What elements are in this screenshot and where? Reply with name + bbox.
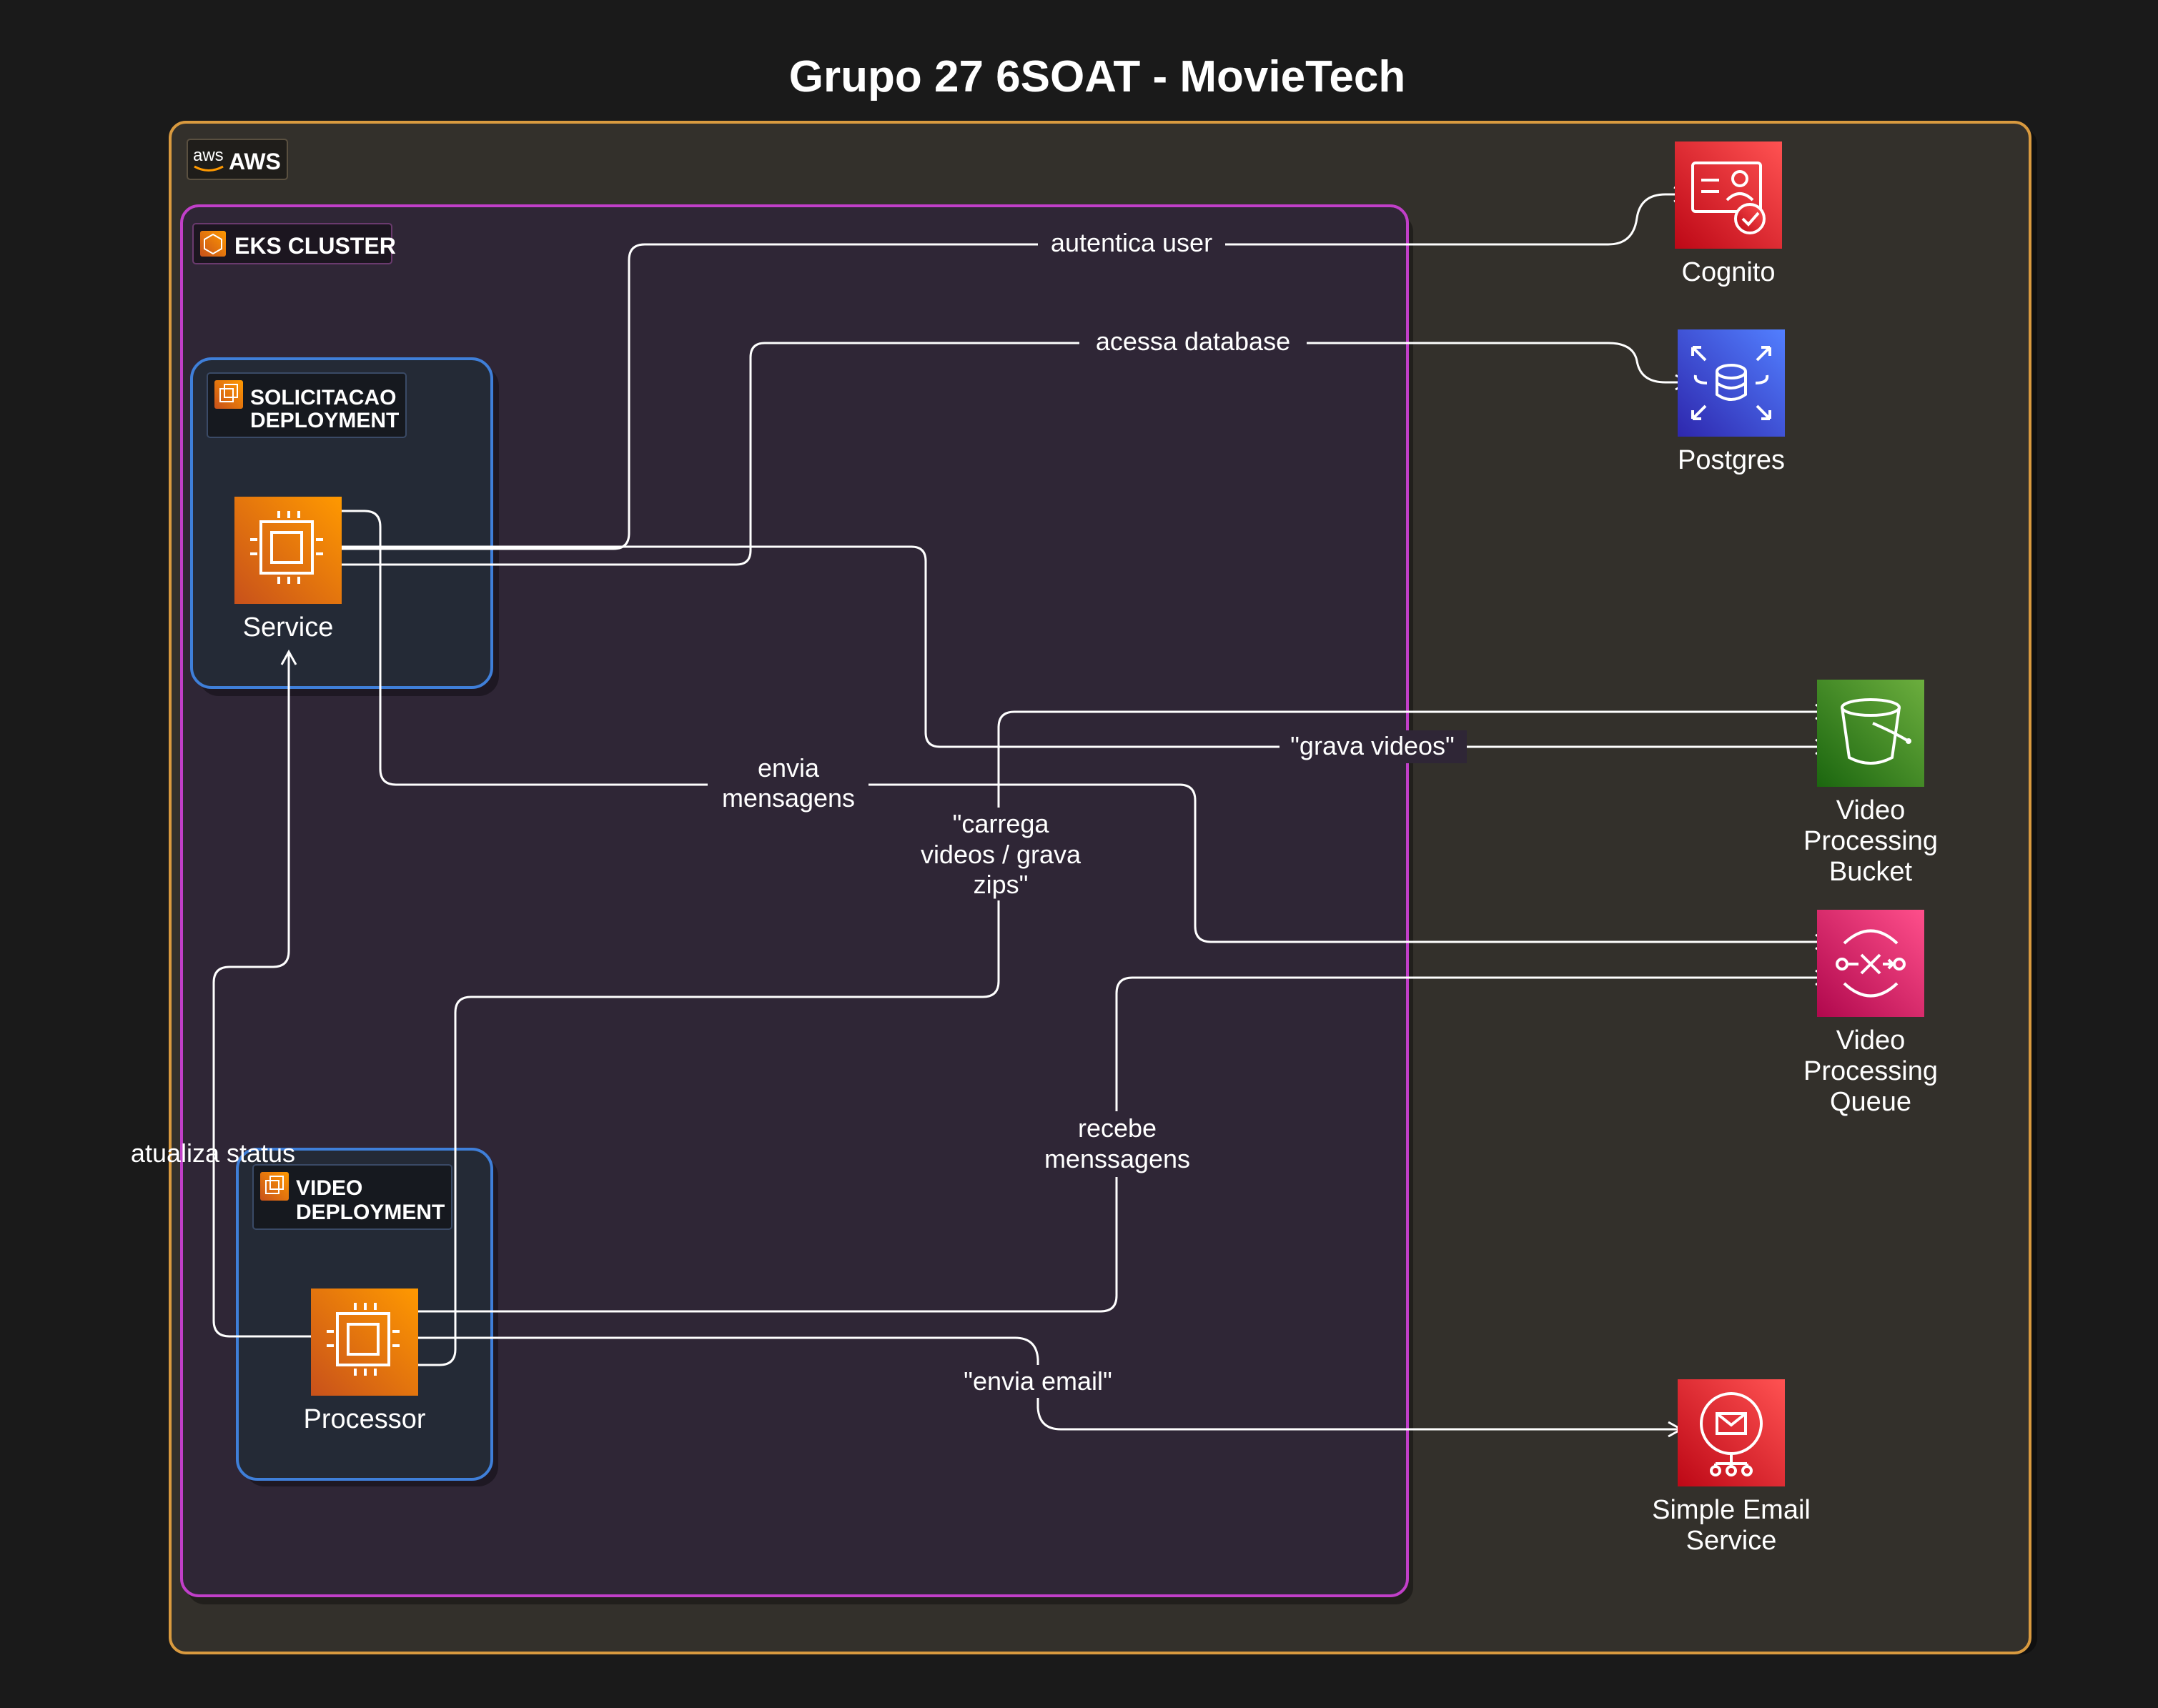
video-deployment-label-line1: VIDEO (296, 1176, 362, 1200)
eks-cluster-label: EKS CLUSTER (234, 233, 396, 259)
cognito-node: Cognito (1675, 141, 1782, 287)
s3-bucket-icon (1817, 680, 1924, 787)
simple-email-service-node: Simple Email Service (1652, 1379, 1811, 1556)
cognito-label: Cognito (1682, 257, 1776, 287)
processor-label: Processor (303, 1404, 425, 1434)
postgres-node: Postgres (1678, 329, 1785, 475)
processor-node: Processor (303, 1289, 426, 1434)
edge-label-grava: "grava videos" (1280, 730, 1467, 763)
aws-logo-icon: aws (193, 146, 224, 165)
eks-label-badge: EKS CLUSTER (192, 223, 396, 264)
deployment-icon (260, 1172, 289, 1201)
edge-atualiza-status (212, 649, 311, 1338)
rds-icon (1678, 329, 1785, 437)
svg-text:atualiza status: atualiza status (131, 1138, 295, 1168)
queue-label-line1: Video (1836, 1026, 1906, 1056)
bucket-label-line1: Video (1836, 795, 1906, 825)
deployment-icon (214, 380, 243, 409)
edge-label-carrega: "carrega videos / grava zips" (908, 808, 1090, 900)
svg-text:recebe: recebe (1078, 1113, 1157, 1143)
svg-text:envia: envia (758, 753, 820, 783)
cognito-icon (1675, 141, 1782, 249)
video-deployment-label-line2: DEPLOYMENT (296, 1201, 445, 1224)
queue-label-line2: Processing (1803, 1056, 1938, 1086)
video-processing-queue-node: Video Processing Queue (1803, 910, 1938, 1117)
edge-label-atualiza: atualiza status (131, 1138, 295, 1168)
postgres-label: Postgres (1678, 445, 1785, 475)
edge-label-recebe: recebe menssagens (1036, 1111, 1197, 1177)
queue-label-line3: Queue (1830, 1087, 1911, 1117)
ses-label-line2: Service (1686, 1526, 1777, 1556)
ses-label-line1: Simple Email (1652, 1495, 1811, 1525)
svg-text:videos / grava: videos / grava (921, 840, 1082, 869)
svg-text:"envia email": "envia email" (964, 1366, 1112, 1396)
svg-text:mensagens: mensagens (722, 783, 855, 813)
solicitacao-deployment-group: SOLICITACAO DEPLOYMENT (190, 357, 499, 696)
diagram-title: Grupo 27 6SOAT - MovieTech (789, 52, 1405, 101)
svg-text:"carrega: "carrega (953, 809, 1050, 838)
aws-group-label: AWS (229, 149, 281, 174)
edge-label-email: "envia email" (951, 1365, 1128, 1398)
svg-text:autentica user: autentica user (1051, 228, 1212, 257)
svg-text:zips": zips" (974, 870, 1029, 899)
edge-label-autentica: autentica user (1038, 227, 1225, 260)
aws-smile-icon (194, 165, 224, 172)
edge-acessa-database (342, 342, 1691, 566)
bucket-label-line2: Processing (1803, 826, 1938, 856)
aws-label-badge: aws AWS (187, 139, 288, 180)
svg-text:acessa database: acessa database (1096, 327, 1290, 356)
video-processing-bucket-node: Video Processing Bucket (1803, 680, 1938, 887)
solicitacao-deployment-label-line2: DEPLOYMENT (250, 409, 399, 432)
svg-text:"grava videos": "grava videos" (1290, 731, 1455, 760)
service-node: Service (234, 497, 342, 642)
edge-label-acessa: acessa database (1079, 326, 1307, 359)
edge-grava-videos (342, 545, 1831, 755)
edge-carrega-videos (418, 703, 1831, 1366)
solicitacao-deployment-label-line1: SOLICITACAO (250, 386, 396, 409)
bucket-label-line3: Bucket (1829, 857, 1913, 887)
edge-label-envia-mensagens: envia mensagens (708, 750, 868, 816)
svg-text:menssagens: menssagens (1044, 1144, 1190, 1173)
service-label: Service (243, 612, 334, 642)
